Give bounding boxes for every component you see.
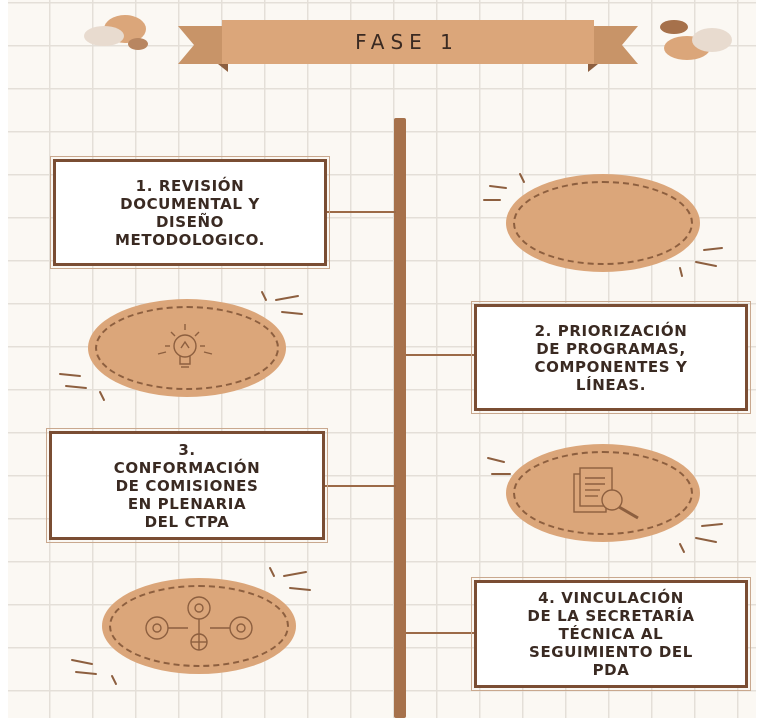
timeline-spine — [394, 118, 406, 718]
connector-step-3 — [323, 485, 396, 487]
connector-step-1 — [326, 211, 396, 213]
step-card-1: 1. REVISIÓN DOCUMENTAL Y DISEÑO METODOLO… — [50, 156, 330, 269]
title-ribbon — [178, 20, 638, 72]
decor-dot — [692, 28, 732, 52]
step-1-label: 1. REVISIÓN DOCUMENTAL Y DISEÑO METODOLO… — [115, 176, 265, 249]
spark-marks — [269, 567, 311, 591]
spark-marks — [679, 247, 723, 277]
connector-step-2 — [406, 354, 474, 356]
decor-dot — [84, 26, 124, 46]
step-card-2: 2. PRIORIZACIÓN DE PROGRAMAS, COMPONENTE… — [471, 301, 751, 414]
spark-marks — [679, 523, 723, 553]
spark-marks — [487, 457, 511, 475]
spark-marks — [71, 659, 117, 685]
document-search-icon — [573, 467, 639, 520]
lightbulb-circle — [88, 299, 286, 397]
step-4-label: 4. VINCULACIÓN DE LA SECRETARÍA TÉCNICA … — [527, 589, 695, 679]
step-3-label: 3. CONFORMACIÓN DE COMISIONES EN PLENARI… — [113, 440, 261, 531]
step-2-label: 2. PRIORIZACIÓN DE PROGRAMAS, COMPONENTE… — [534, 321, 688, 394]
spark-marks — [59, 373, 105, 401]
lightbulb-icon — [157, 324, 213, 368]
people-network-icon — [145, 596, 253, 651]
connector-step-4 — [406, 632, 474, 634]
step-card-4: 4. VINCULACIÓN DE LA SECRETARÍA TÉCNICA … — [471, 577, 751, 691]
decor-dot — [660, 20, 688, 34]
spark-marks — [483, 173, 525, 201]
decor-dot — [128, 38, 148, 50]
step-card-3: 3. CONFORMACIÓN DE COMISIONES EN PLENARI… — [46, 428, 328, 543]
spark-marks — [261, 291, 303, 315]
empty-circle — [506, 174, 700, 272]
page-title: FASE 1 — [355, 30, 459, 54]
